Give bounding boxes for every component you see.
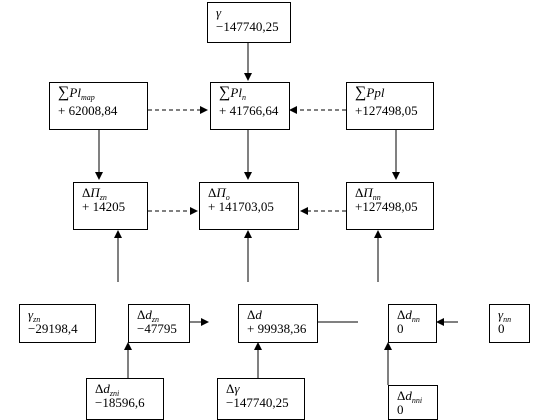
node-delta-gamma-value: −147740,25 bbox=[226, 395, 289, 410]
node-delta-p-o-sub: o bbox=[225, 193, 230, 202]
node-delta-d-zn: Δdzn −47795 bbox=[128, 304, 190, 343]
node-sum-ppl-value: +127498,05 bbox=[355, 103, 418, 118]
node-delta-d: Δd + 99938,36 bbox=[238, 304, 318, 343]
node-delta-d-prefix: Δ bbox=[247, 307, 256, 322]
node-sum-pl-n: ∑Pln + 41766,64 bbox=[210, 82, 290, 130]
node-delta-p-nn-symbol: П bbox=[363, 185, 373, 200]
node-delta-d-nni: Δdnni 0 bbox=[388, 385, 438, 420]
node-delta-d-nni-value: 0 bbox=[397, 402, 404, 417]
node-delta-p-zn-prefix: Δ bbox=[82, 185, 91, 200]
node-delta-d-nni-prefix: Δ bbox=[397, 388, 406, 403]
node-delta-d-nn-prefix: Δ bbox=[397, 307, 406, 322]
node-delta-d-zn-symbol: d bbox=[145, 307, 152, 322]
node-delta-p-nn: ΔПnn +127498,05 bbox=[346, 182, 434, 230]
node-sum-pl-n-value: + 41766,64 bbox=[219, 103, 279, 118]
node-delta-gamma: Δγ −147740,25 bbox=[217, 378, 305, 420]
node-delta-gamma-prefix: Δ bbox=[226, 381, 235, 396]
node-delta-p-o-value: + 141703,05 bbox=[208, 199, 274, 214]
node-delta-p-zn: ΔПzn + 14205 bbox=[73, 182, 148, 230]
node-delta-d-zni: Δdzni −18596,6 bbox=[86, 378, 164, 420]
node-delta-p-o-symbol: П bbox=[216, 185, 226, 200]
node-delta-gamma-symbol: γ bbox=[234, 381, 240, 396]
node-delta-d-nn-sub: nn bbox=[411, 315, 420, 324]
node-gamma-top-value: −147740,25 bbox=[216, 19, 279, 34]
node-sum-pl-map: ∑Plmap + 62008,84 bbox=[49, 82, 148, 130]
node-delta-d-zni-sub: zni bbox=[109, 389, 120, 398]
node-delta-d-nn-value: 0 bbox=[397, 321, 404, 336]
node-delta-p-o: ΔПo + 141703,05 bbox=[199, 182, 299, 230]
node-gamma-zn-sub: zn bbox=[33, 315, 41, 324]
node-sum-ppl-prefix: ∑ bbox=[355, 84, 367, 101]
node-gamma-nn-symbol: γ bbox=[498, 307, 504, 322]
node-delta-d-nn: Δdnn 0 bbox=[388, 304, 437, 343]
node-sum-pl-map-sub: map bbox=[80, 93, 95, 102]
node-delta-p-nn-value: +127498,05 bbox=[355, 199, 418, 214]
node-sum-ppl: ∑Ppl +127498,05 bbox=[346, 82, 434, 130]
node-sum-pl-n-sub: n bbox=[241, 93, 246, 102]
node-delta-d-value: + 99938,36 bbox=[247, 321, 307, 336]
node-delta-d-zn-prefix: Δ bbox=[137, 307, 146, 322]
node-delta-p-nn-prefix: Δ bbox=[355, 185, 364, 200]
node-delta-d-zni-prefix: Δ bbox=[95, 381, 104, 396]
node-delta-p-nn-sub: nn bbox=[372, 193, 381, 202]
node-gamma-nn-value: 0 bbox=[498, 321, 505, 336]
node-delta-d-zni-value: −18596,6 bbox=[95, 395, 145, 410]
node-delta-p-o-prefix: Δ bbox=[208, 185, 217, 200]
node-delta-d-zn-sub: zn bbox=[151, 315, 159, 324]
node-sum-pl-n-prefix: ∑ bbox=[219, 84, 231, 101]
node-delta-p-zn-sub: zn bbox=[99, 193, 107, 202]
node-gamma-zn-symbol: γ bbox=[28, 307, 34, 322]
node-sum-ppl-symbol: Ppl bbox=[366, 85, 385, 100]
node-delta-p-zn-value: + 14205 bbox=[82, 199, 126, 214]
node-sum-pl-map-prefix: ∑ bbox=[58, 84, 70, 101]
node-delta-d-nni-symbol: d bbox=[405, 388, 412, 403]
node-sum-pl-n-symbol: Pl bbox=[230, 85, 242, 100]
node-gamma-zn: γzn −29198,4 bbox=[19, 304, 96, 343]
node-gamma-nn-sub: nn bbox=[503, 315, 512, 324]
node-sum-pl-map-value: + 62008,84 bbox=[58, 103, 118, 118]
node-delta-d-zni-symbol: d bbox=[103, 381, 110, 396]
node-delta-d-zn-value: −47795 bbox=[137, 321, 177, 336]
node-gamma-nn: γnn 0 bbox=[489, 304, 530, 343]
node-gamma-top: γ −147740,25 bbox=[207, 2, 291, 43]
node-gamma-top-symbol: γ bbox=[216, 5, 222, 20]
node-sum-pl-map-symbol: Pl bbox=[69, 85, 81, 100]
node-delta-p-zn-symbol: П bbox=[90, 185, 100, 200]
node-delta-d-nn-symbol: d bbox=[405, 307, 412, 322]
node-delta-d-nni-sub: nni bbox=[411, 396, 423, 405]
node-delta-d-symbol: d bbox=[255, 307, 262, 322]
node-gamma-zn-value: −29198,4 bbox=[28, 321, 78, 336]
